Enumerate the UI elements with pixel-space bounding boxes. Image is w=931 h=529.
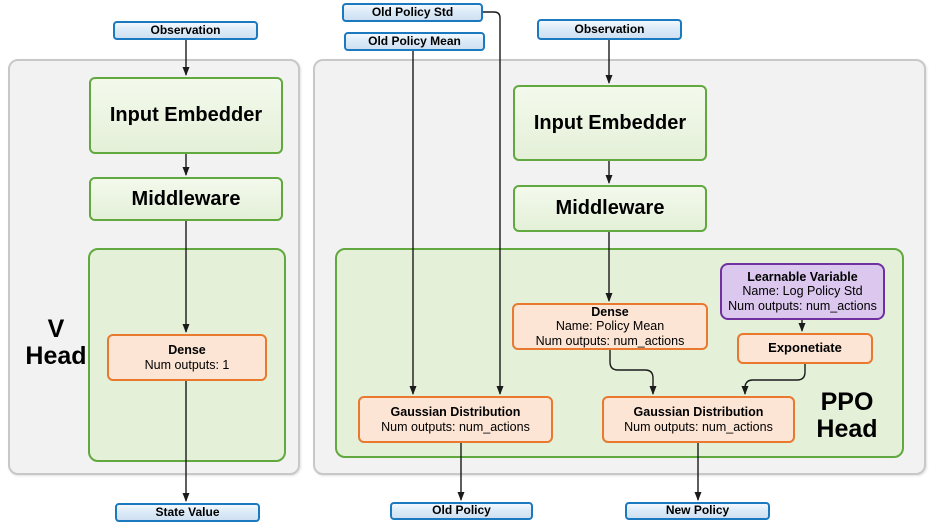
- dense-policy-mean-title: Dense: [591, 304, 629, 319]
- exponetiate-label: Exponetiate: [768, 340, 842, 356]
- dense-left-title: Dense: [168, 343, 206, 358]
- old-policy-output: Old Policy: [390, 502, 533, 520]
- dense-policy-mean-name: Name: Policy Mean: [555, 319, 665, 334]
- learnable-variable-name: Name: Log Policy Std: [742, 284, 863, 299]
- gaussian-distribution-old: Gaussian Distribution Num outputs: num_a…: [358, 396, 553, 443]
- ppo-head-label-line1: PPO: [820, 388, 874, 416]
- v-head-label-line1: V: [47, 315, 65, 343]
- v-head-label-line2: Head: [25, 342, 87, 370]
- input-embedder-left-label: Input Embedder: [109, 104, 263, 126]
- new-policy-output-label: New Policy: [665, 503, 730, 518]
- learnable-variable-outputs: Num outputs: num_actions: [728, 298, 877, 313]
- gaussian-distribution-new-title: Gaussian Distribution: [633, 405, 764, 420]
- dense-left-outputs: Num outputs: 1: [144, 357, 230, 372]
- ppo-head-label-line2: Head: [816, 415, 878, 443]
- observation-input-left: Observation: [113, 21, 258, 40]
- gaussian-distribution-old-title: Gaussian Distribution: [390, 405, 521, 420]
- input-embedder-left: Input Embedder: [89, 77, 283, 154]
- old-policy-mean-input-label: Old Policy Mean: [368, 33, 461, 48]
- dense-left: Dense Num outputs: 1: [107, 334, 267, 381]
- old-policy-std-input-label: Old Policy Std: [371, 4, 454, 19]
- input-embedder-right-label: Input Embedder: [533, 111, 687, 134]
- gaussian-distribution-new-outputs: Num outputs: num_actions: [624, 419, 773, 434]
- old-policy-mean-input: Old Policy Mean: [344, 32, 485, 51]
- middleware-right-label: Middleware: [555, 197, 665, 219]
- gaussian-distribution-old-outputs: Num outputs: num_actions: [381, 419, 530, 434]
- v-head-label: V Head: [18, 316, 94, 370]
- old-policy-std-input: Old Policy Std: [342, 3, 483, 22]
- ppo-head-label: PPO Head: [805, 389, 889, 443]
- old-policy-output-label: Old Policy: [432, 503, 491, 518]
- learnable-variable: Learnable Variable Name: Log Policy Std …: [720, 263, 885, 320]
- state-value-output-label: State Value: [155, 504, 220, 519]
- learnable-variable-title: Learnable Variable: [747, 269, 858, 284]
- dense-policy-mean-outputs: Num outputs: num_actions: [535, 333, 685, 348]
- observation-input-right-label: Observation: [574, 21, 645, 36]
- gaussian-distribution-new: Gaussian Distribution Num outputs: num_a…: [602, 396, 795, 443]
- observation-input-left-label: Observation: [150, 22, 221, 37]
- observation-input-right: Observation: [537, 19, 682, 40]
- middleware-right: Middleware: [513, 185, 707, 232]
- middleware-left-label: Middleware: [131, 187, 241, 210]
- dense-policy-mean: Dense Name: Policy Mean Num outputs: num…: [512, 303, 708, 350]
- new-policy-output: New Policy: [625, 502, 770, 520]
- input-embedder-right: Input Embedder: [513, 85, 707, 161]
- exponetiate: Exponetiate: [737, 333, 873, 364]
- state-value-output: State Value: [115, 503, 260, 522]
- middleware-left: Middleware: [89, 177, 283, 221]
